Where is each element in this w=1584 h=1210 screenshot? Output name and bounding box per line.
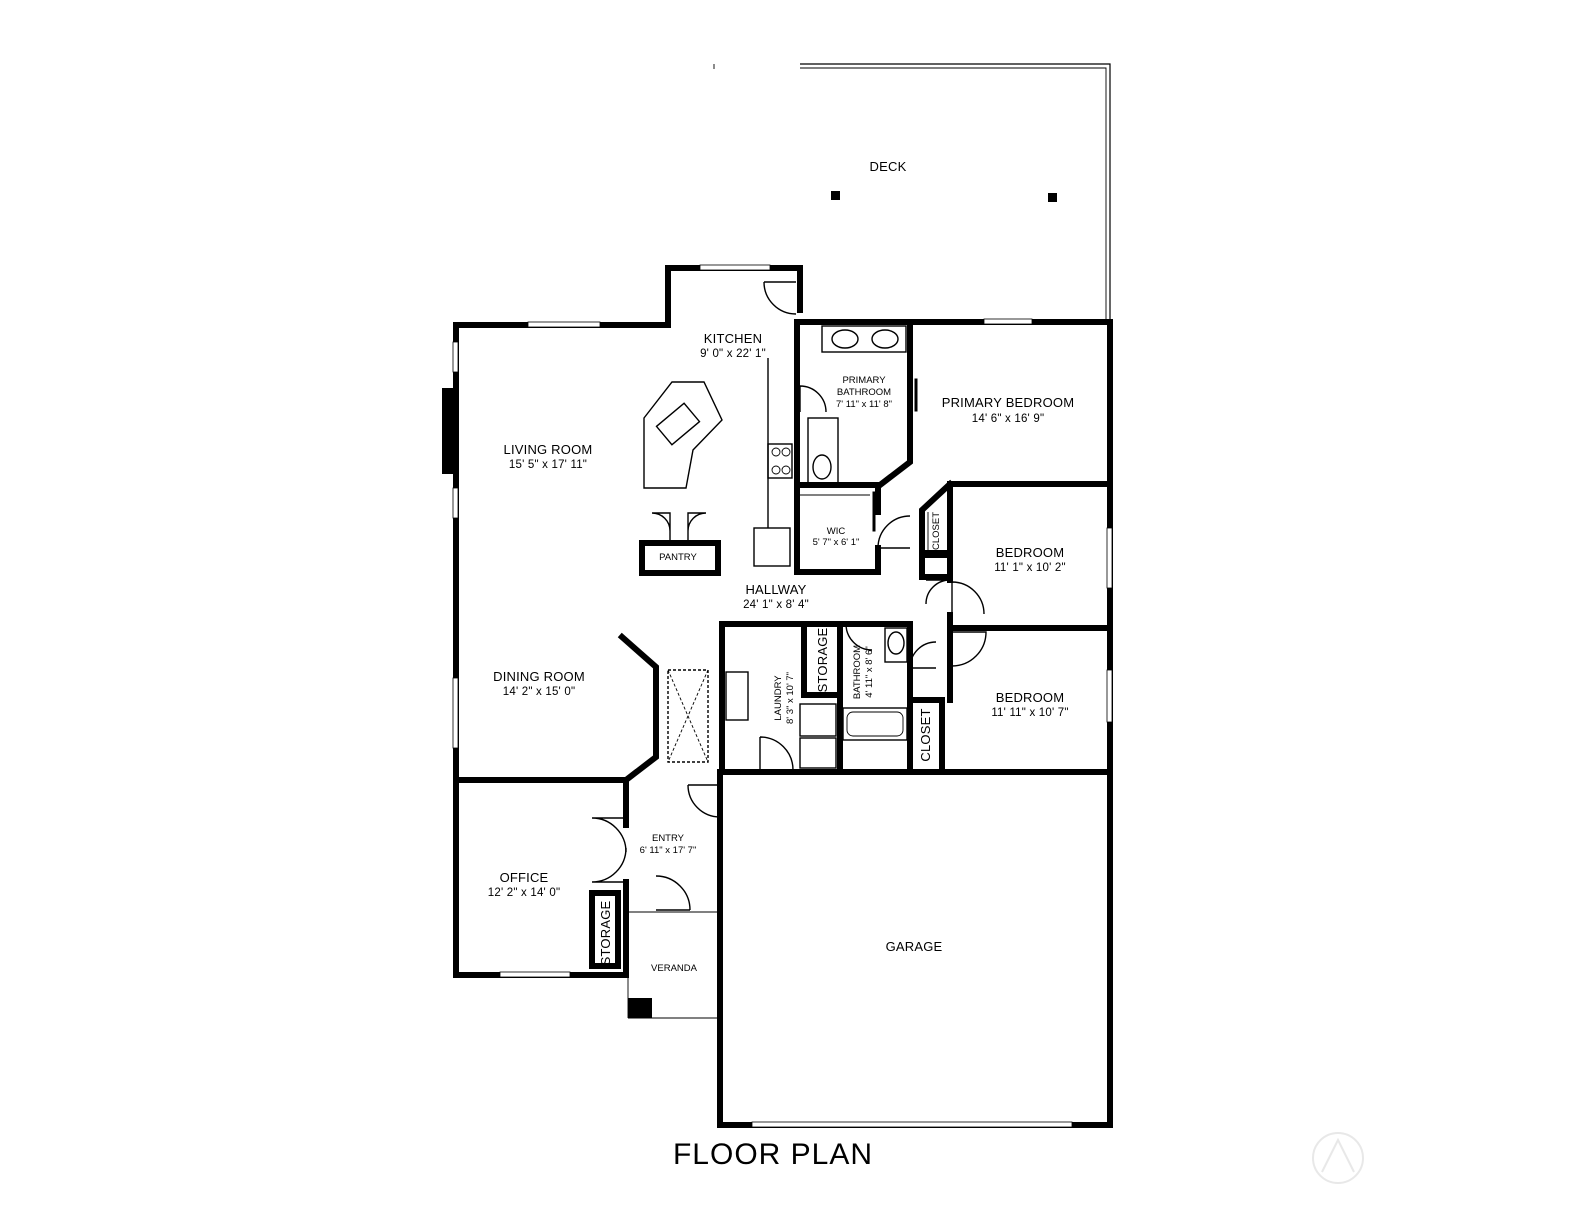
- sink-icon: [871, 329, 899, 349]
- fixtures: [643, 325, 941, 769]
- dining-room-label: DINING ROOM: [493, 669, 585, 684]
- wic-dim: 5' 7" x 6' 1": [813, 537, 860, 548]
- toilet-icon: [807, 417, 839, 485]
- kitchen-island: [643, 381, 723, 489]
- closet-upper-label: CLOSET: [931, 512, 942, 550]
- windows: [442, 264, 1113, 1128]
- window-icon: [499, 971, 571, 978]
- living-room-dim: 15' 5" x 17' 11": [509, 459, 587, 471]
- door-swing-icon: [925, 579, 951, 605]
- door-swing-icon: [951, 631, 987, 667]
- bedroom-2-dim: 11' 11" x 10' 7": [991, 707, 1068, 719]
- door-swing-icon: [877, 515, 911, 549]
- hallway-label: HALLWAY: [745, 582, 806, 597]
- window-icon: [1106, 527, 1113, 589]
- toilet-icon: [884, 627, 908, 663]
- door-swing-icon: [799, 385, 827, 413]
- entry-label: ENTRY: [652, 833, 685, 844]
- laundry-label: LAUNDRY: [773, 675, 784, 721]
- pantry-label: PANTRY: [659, 552, 697, 563]
- primary-bathroom-label-1: PRIMARY: [842, 375, 886, 386]
- bedroom-2-label: BEDROOM: [996, 690, 1065, 705]
- sink-icon: [655, 402, 701, 446]
- deck-area: [713, 63, 1111, 322]
- laundry-dim: 8' 3" x 10' 7": [785, 672, 796, 724]
- door-swing-icon: [591, 817, 627, 853]
- door-swing-icon: [651, 512, 671, 543]
- room-labels: DECK KITCHEN 9' 0" x 22' 1" PRIMARY BATH…: [488, 159, 1075, 974]
- door-swing-icon: [591, 847, 627, 883]
- door-swing-icon: [763, 281, 797, 315]
- entry-dim: 6' 11" x 17' 7": [640, 845, 697, 856]
- window-icon: [983, 318, 1033, 325]
- kitchen-label: KITCHEN: [704, 331, 762, 346]
- door-swing-icon: [909, 641, 937, 669]
- garage-door-icon: [751, 1121, 1073, 1128]
- door-swing-icon: [687, 784, 721, 818]
- window-icon: [527, 321, 601, 328]
- storage-hall-label: STORAGE: [815, 628, 830, 693]
- range-icon: [767, 443, 793, 479]
- watermark-logo-icon: [1312, 1132, 1364, 1184]
- skylight-icon: [667, 669, 709, 763]
- garage-label: GARAGE: [886, 939, 943, 954]
- door-swing-icon: [951, 581, 985, 615]
- walls: [453, 265, 1113, 1128]
- veranda-label: VERANDA: [651, 963, 698, 974]
- sink-icon: [725, 671, 749, 721]
- kitchen-dim: 9' 0" x 22' 1": [700, 348, 766, 360]
- deck-label: DECK: [870, 159, 907, 174]
- bathtub-icon: [842, 707, 908, 741]
- primary-bedroom-label: PRIMARY BEDROOM: [942, 395, 1075, 410]
- bedroom-1-dim: 11' 1" x 10' 2": [994, 562, 1066, 574]
- window-icon: [452, 677, 459, 749]
- doors: [591, 281, 987, 911]
- window-icon: [452, 487, 459, 519]
- door-swing-icon: [655, 875, 691, 911]
- closet-lower-label: CLOSET: [918, 708, 933, 761]
- primary-bathroom-label-2: BATHROOM: [837, 387, 891, 398]
- storage-office-label: STORAGE: [598, 901, 613, 966]
- primary-bathroom-dim: 7' 11" x 11' 8": [836, 399, 892, 410]
- bedroom-1-label: BEDROOM: [996, 545, 1065, 560]
- dining-room-dim: 14' 2" x 15' 0": [503, 686, 575, 698]
- deck-post-icon: [1048, 193, 1057, 202]
- hallway-dim: 24' 1" x 8' 4": [743, 599, 809, 611]
- door-swing-icon: [759, 736, 794, 771]
- sink-icon: [831, 329, 859, 349]
- window-icon: [1106, 669, 1113, 723]
- primary-bedroom-dim: 14' 6" x 16' 9": [972, 413, 1044, 425]
- office-label: OFFICE: [500, 870, 549, 885]
- fireplace-icon: [442, 388, 454, 474]
- living-room-label: LIVING ROOM: [504, 442, 593, 457]
- bathroom-label: BATHROOM: [852, 645, 863, 699]
- window-icon: [452, 341, 459, 373]
- wic-label: WIC: [827, 526, 846, 537]
- floor-plan-title: FLOOR PLAN: [673, 1138, 873, 1171]
- bathroom-dim: 4' 11" x 8' 6": [864, 646, 875, 697]
- deck-post-icon: [831, 191, 840, 200]
- veranda-post-icon: [628, 998, 652, 1018]
- window-icon: [699, 264, 771, 271]
- door-swing-icon: [687, 512, 707, 543]
- office-dim: 12' 2" x 14' 0": [488, 887, 560, 899]
- door-swing-icon: [845, 623, 873, 651]
